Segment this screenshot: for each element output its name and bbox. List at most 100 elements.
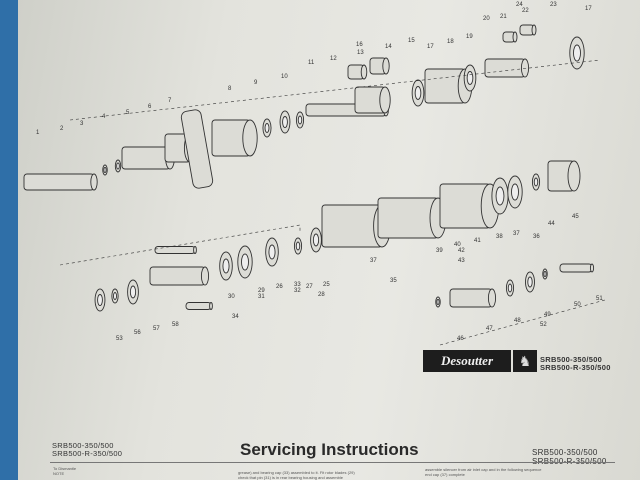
part-number-label: 6 <box>148 104 152 110</box>
part-number-label: 4 <box>102 114 106 120</box>
adaptor-face <box>487 288 497 308</box>
bearing-hole <box>264 123 270 133</box>
part-number-label: 14 <box>385 44 392 50</box>
washer-hole <box>543 271 547 277</box>
ring-hole <box>466 71 474 85</box>
silencer-hole <box>495 186 505 206</box>
ring-hole <box>129 285 137 299</box>
model-line: SRB500-350/500 <box>52 441 114 450</box>
seal-hole <box>533 177 539 187</box>
washer-hole <box>297 115 303 125</box>
model-line: SRB500-350/500 <box>540 355 603 364</box>
part-number-label: 23 <box>550 2 557 8</box>
part-number-label: 58 <box>172 322 179 328</box>
seal-hole <box>116 162 120 170</box>
part-number-label: 18 <box>447 39 454 45</box>
washer-hole <box>295 241 301 251</box>
part-number-label: 11 <box>308 60 315 66</box>
part-number-label: 30 <box>228 294 235 300</box>
text-column-2: grease) and bearing cap (33) assembled t… <box>238 470 355 480</box>
pinion-face <box>531 24 537 36</box>
part-number-label: 9 <box>254 80 258 86</box>
part-number-label: 3 <box>80 121 84 127</box>
part-number-label: 38 <box>496 234 503 240</box>
ring-hole <box>97 294 103 306</box>
part-number-label: 27 <box>306 284 313 290</box>
part-number-label: 28 <box>318 292 325 298</box>
part-number-label: 52 <box>540 322 547 328</box>
washer-hole <box>113 292 117 300</box>
ring-hole <box>312 233 320 247</box>
text-column-1: To Dismantle NOTE <box>53 466 76 476</box>
valve-body-face <box>90 173 98 191</box>
part-number-label: 17 <box>427 44 434 50</box>
logo-models: SRB500-350/500 SRB500-R-350/500 <box>540 356 611 372</box>
o-ring-hole <box>527 276 533 288</box>
part-number-label: 34 <box>232 314 239 320</box>
text-line: end cap (37) complete <box>425 472 465 477</box>
part-number-label: 46 <box>457 336 464 342</box>
part-number-label: 43 <box>458 258 465 264</box>
shaft <box>484 58 526 78</box>
part-number-label: 36 <box>533 234 540 240</box>
part-number-label: 51 <box>596 296 603 302</box>
pinion-face <box>512 31 518 43</box>
adaptor <box>449 288 493 308</box>
cylinder-liner <box>321 204 383 248</box>
ring-hole <box>268 244 276 260</box>
part-number-label: 29 <box>258 288 265 294</box>
part-number-label: 15 <box>408 38 415 44</box>
part-number-label: 32 <box>294 288 301 294</box>
bearing-cap-hole <box>222 258 230 274</box>
model-line: SRB500-R-350/500 <box>532 457 607 466</box>
part-number-label: 7 <box>168 98 172 104</box>
blade <box>185 302 212 310</box>
part-number-label: 44 <box>548 221 555 227</box>
part-number-label: 26 <box>276 284 283 290</box>
front-plate <box>180 109 214 189</box>
inlet-bush-face <box>589 263 595 273</box>
part-number-label: 2 <box>60 126 64 132</box>
o-ring-hole <box>507 283 513 293</box>
spring-housing <box>121 146 171 170</box>
part-number-label: 53 <box>116 336 123 342</box>
part-number-label: 33 <box>294 282 301 288</box>
gear-ring-face <box>242 119 258 157</box>
part-number-label: 20 <box>483 16 490 22</box>
part-number-label: 48 <box>514 318 521 324</box>
part-number-label: 25 <box>323 282 330 288</box>
header-left-models: SRB500-350/500 SRB500-R-350/500 <box>52 442 122 458</box>
part-number-label: 42 <box>458 248 465 254</box>
blade-face <box>193 246 197 254</box>
bearing-hole <box>241 253 249 271</box>
valve-body <box>23 173 95 191</box>
part-number-label: 8 <box>228 86 232 92</box>
model-line: SRB500-R-350/500 <box>540 363 611 372</box>
part-number-label: 35 <box>390 278 397 284</box>
rotor-hub-face <box>379 86 391 114</box>
part-number-label: 39 <box>436 248 443 254</box>
washer-hole <box>103 167 107 173</box>
motor-shaft <box>149 266 206 286</box>
part-number-label: 19 <box>466 34 473 40</box>
part-number-label: 47 <box>486 326 493 332</box>
end-bearing-hole <box>573 44 581 62</box>
dashed-outline <box>59 59 606 346</box>
motor-casing <box>377 197 439 239</box>
part-number-label: 56 <box>134 330 141 336</box>
header-rule <box>50 462 615 463</box>
part-number-label: 31 <box>258 294 265 300</box>
blade <box>154 246 196 254</box>
part-number-label: 12 <box>330 56 337 62</box>
part-number-label: 57 <box>153 326 160 332</box>
page-title: Servicing Instructions <box>240 440 419 459</box>
part-number-label: 45 <box>572 214 579 220</box>
part-number-label: 40 <box>454 242 461 248</box>
part-number-label: 1 <box>36 130 40 136</box>
text-line: check that pin (31) is in rear bearing h… <box>238 475 343 480</box>
horse-head-icon: ♞ <box>513 350 537 372</box>
part-number-label: 41 <box>474 238 481 244</box>
o-ring-hole <box>436 299 440 305</box>
text-line: assemble silencer from air inlet cap and… <box>425 467 542 472</box>
